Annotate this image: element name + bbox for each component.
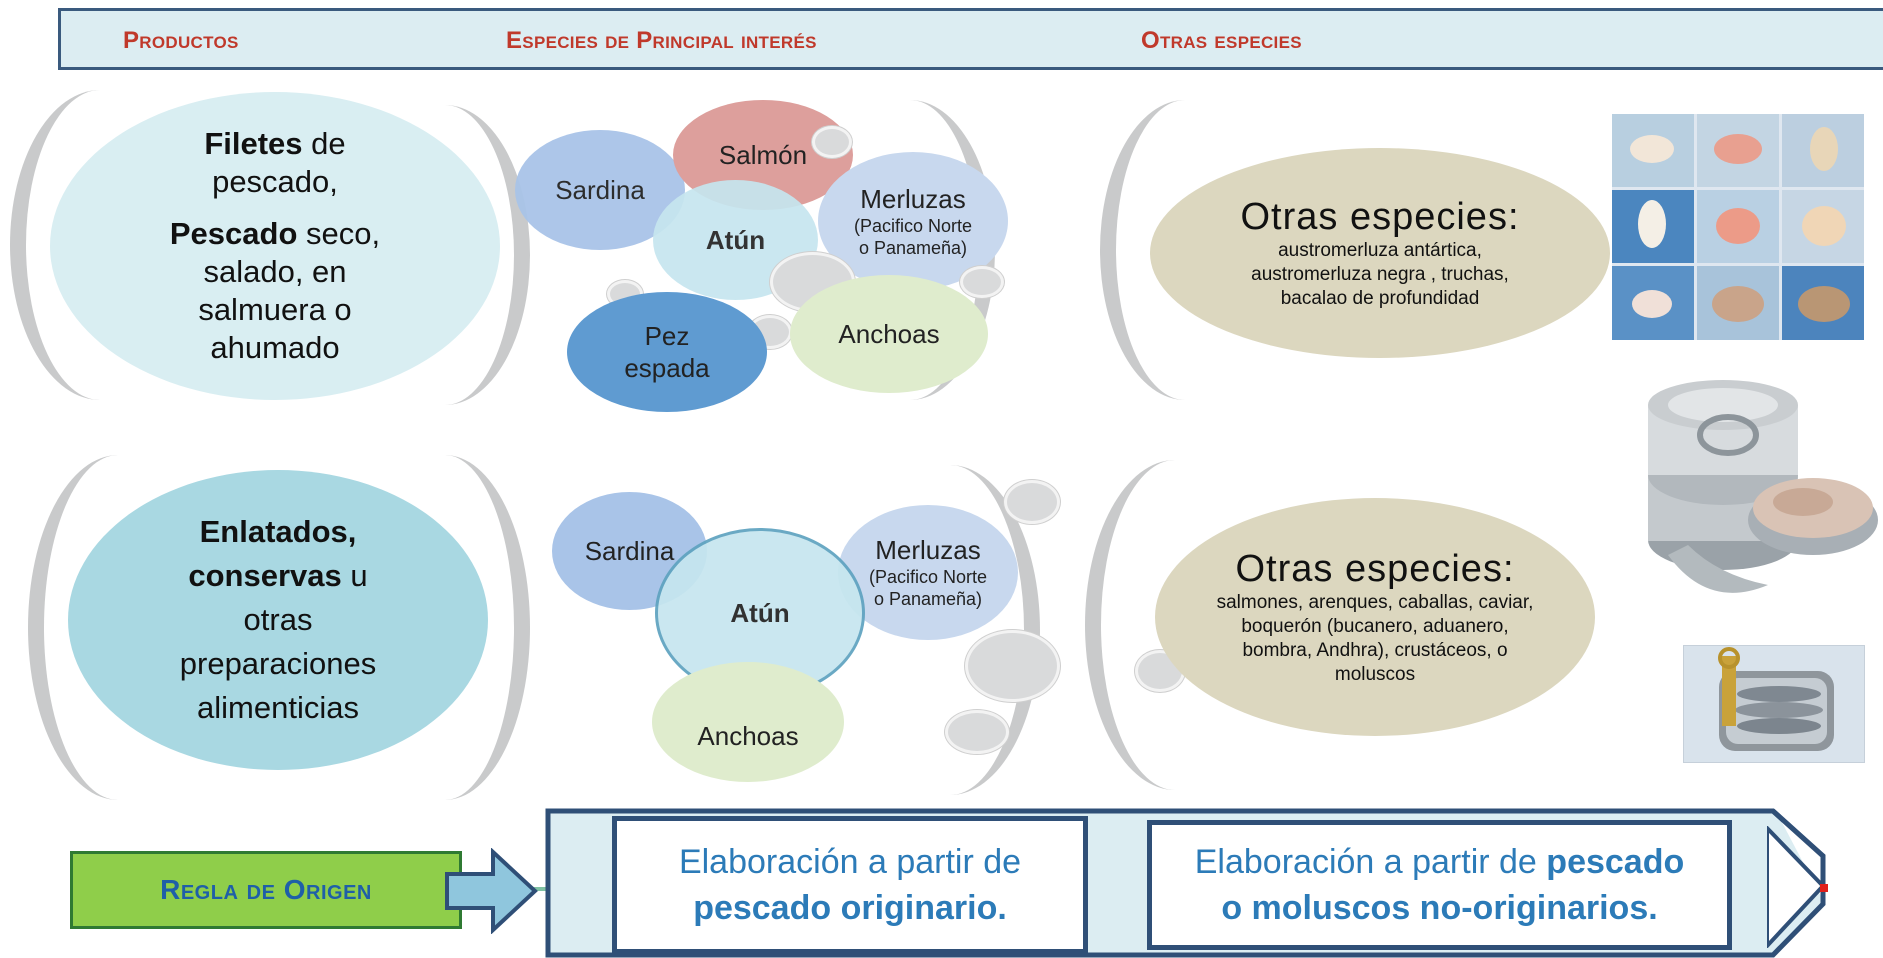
rule-box-originating: Elaboración a partir de pescado originar…: [612, 816, 1088, 954]
decorative-dot: [812, 126, 852, 158]
rule-box-bold: pescado originario.: [693, 889, 1007, 927]
product-line: pescado,: [212, 164, 338, 199]
product-line: Filetes de: [204, 126, 346, 161]
decorative-dot: [965, 630, 1060, 702]
product-line: alimenticias: [197, 690, 359, 725]
decorative-dot: [1004, 480, 1060, 524]
rule-box-bold: o moluscos no-originarios.: [1221, 889, 1658, 927]
product-line: salmuera o: [198, 292, 352, 327]
red-marker: [1820, 884, 1828, 892]
other-species-detail: salmones, arenques, caballas, caviar, bo…: [1216, 592, 1534, 685]
header-products: Productos: [123, 27, 239, 54]
sardine-tin-photo: [1683, 645, 1865, 763]
species-bubble-pez-espada: Pez espada: [567, 292, 767, 412]
product-canned-preserves: Enlatados, conservas u otras preparacion…: [68, 470, 488, 770]
arrow-tip-icon: [1765, 823, 1826, 952]
header-other-species: Otras especies: [1141, 27, 1302, 54]
product-line: ahumado: [210, 330, 340, 365]
rule-box-non-originating: Elaboración a partir de pescado o molusc…: [1147, 820, 1732, 950]
header-main-species: Especies de Principal interés: [506, 27, 817, 54]
product-line: salado, en: [203, 254, 347, 289]
product-line: Pescado seco,: [169, 216, 381, 251]
header-bar: Productos Especies de Principal interés …: [58, 8, 1883, 70]
product-fillets-dried: Filetes de pescado, Pescado seco, salado…: [50, 92, 500, 400]
species-bubble-anchoas: Anchoas: [790, 275, 988, 393]
rule-box-text: Elaboración a partir de pescado: [1194, 843, 1685, 881]
species-bubble-anchoas: Anchoas: [652, 662, 844, 782]
other-species-title: Otras especies:: [1235, 548, 1515, 590]
other-species-detail: austromerluza antártica, austromerluza n…: [1251, 240, 1509, 309]
rule-of-origin-label: Regla de Origen: [70, 851, 462, 929]
product-line: Enlatados,: [199, 514, 357, 549]
sardine-tin-image: [1718, 647, 1834, 751]
canned-tuna-image: [1648, 380, 1878, 593]
other-species-oval: Otras especies: austromerluza antártica,…: [1150, 148, 1610, 358]
rule-box-text: Elaboración a partir de: [678, 843, 1022, 881]
right-arrow-icon: [445, 848, 538, 934]
product-line: otras: [243, 602, 313, 637]
product-line: preparaciones: [179, 646, 377, 681]
decorative-dot: [960, 266, 1004, 298]
decorative-dot: [945, 710, 1009, 754]
canned-tuna-photo: [1628, 380, 1878, 610]
arrow-tip-spacer: [1765, 823, 1827, 952]
species-bubble-merluzas: Merluzas (Pacifico Norte o Panameña): [838, 505, 1018, 640]
fish-fillets-photo: [1612, 114, 1864, 340]
product-line: conservas u: [188, 558, 368, 593]
other-species-title: Otras especies:: [1240, 196, 1520, 238]
fish-fillets-image: [1612, 114, 1864, 340]
other-species-oval: Otras especies: salmones, arenques, caba…: [1155, 498, 1595, 736]
